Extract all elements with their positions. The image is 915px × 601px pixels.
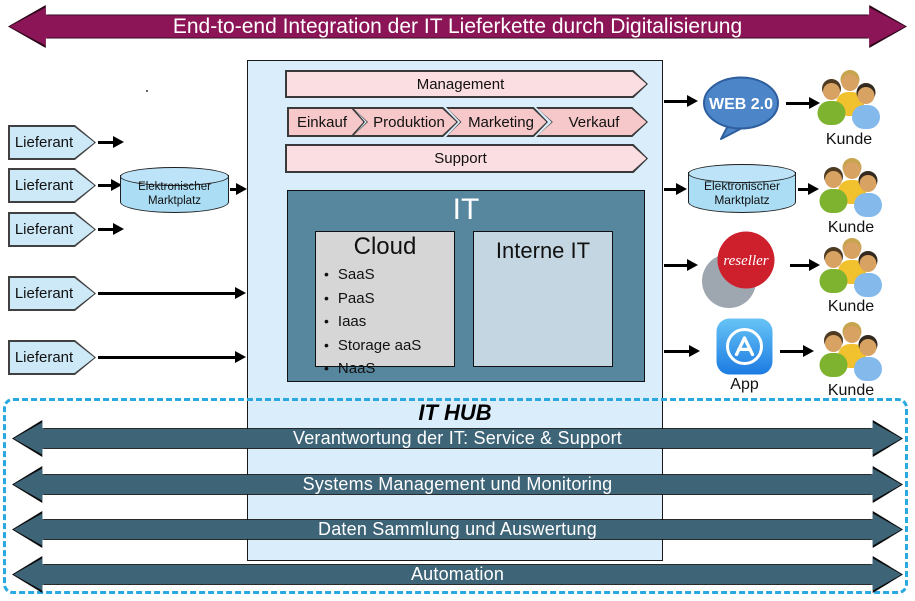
cloud-service: Iaas xyxy=(324,310,454,334)
web20-bubble-icon: WEB 2.0 xyxy=(703,76,779,140)
customer-group-icon xyxy=(818,320,884,382)
stage-produktion: Produktion xyxy=(352,107,458,137)
management-arrow: Management xyxy=(285,70,648,98)
supplier-1-label: Lieferant xyxy=(14,134,74,151)
supplier-5-connector xyxy=(98,356,236,359)
internal-it-box: Interne IT xyxy=(473,231,613,367)
supplier-3-connector xyxy=(98,228,114,231)
marketplace-left-label: Elektronischer Marktplatz xyxy=(138,181,211,207)
supplier-4-connector xyxy=(98,292,236,295)
stray-dot xyxy=(146,90,148,92)
supplier-4: Lieferant xyxy=(8,276,96,311)
marketplace-left-cylinder: Elektronischer Marktplatz xyxy=(120,167,229,213)
marketplace-right-connector-in xyxy=(664,188,677,191)
supplier-3: Lieferant xyxy=(8,212,96,247)
banner-title: End-to-end Integration der IT Lieferkett… xyxy=(172,14,743,38)
customer-group-icon xyxy=(818,236,884,298)
support-arrow: Support xyxy=(285,144,648,173)
customer-3-label: Kunde xyxy=(827,298,875,315)
app-store-icon xyxy=(716,318,773,375)
hub-layer-label: Verantwortung der IT: Service & Support xyxy=(293,428,622,448)
app-connector-out xyxy=(780,350,804,353)
app-label: App xyxy=(730,376,759,393)
cylinder-top xyxy=(688,164,796,183)
cloud-service: SaaS xyxy=(324,263,454,287)
it-hub-title: IT HUB xyxy=(418,400,492,425)
it-title: IT xyxy=(452,193,480,226)
management-label: Management xyxy=(416,75,505,93)
marketplace-right-cylinder: Elektronischer Marktplatz xyxy=(688,164,796,213)
hub-layer-label: Systems Management und Monitoring xyxy=(302,474,613,494)
supplier-1-connector xyxy=(98,141,114,144)
marketplace-right-connector-out xyxy=(798,188,809,191)
cloud-service: Storage aaS xyxy=(324,334,454,358)
banner-arrow: End-to-end Integration der IT Lieferkett… xyxy=(8,5,907,48)
hub-layer-label: Automation xyxy=(410,564,505,584)
cylinder-top xyxy=(120,167,229,186)
supplier-2-label: Lieferant xyxy=(14,177,74,194)
supplier-2: Lieferant xyxy=(8,168,96,203)
stage-marketing: Marketing xyxy=(446,107,548,137)
stage-einkauf: Einkauf xyxy=(287,107,365,137)
supplier-4-label: Lieferant xyxy=(14,285,74,302)
reseller-icon: reseller xyxy=(702,231,775,308)
customer-4-label: Kunde xyxy=(827,382,875,399)
cloud-box: Cloud SaaS PaaS Iaas Storage aaS NaaS xyxy=(315,231,455,377)
reseller-connector-out xyxy=(790,264,810,267)
supplier-2-connector xyxy=(98,184,112,187)
it-hub-container xyxy=(3,398,908,594)
internal-it-title: Interne IT xyxy=(495,238,591,263)
web20-label: WEB 2.0 xyxy=(709,96,773,113)
reseller-label: reseller xyxy=(723,253,768,269)
stage-einkauf-label: Einkauf xyxy=(296,113,348,131)
stage-produktion-label: Produktion xyxy=(373,113,445,131)
supplier-5-label: Lieferant xyxy=(14,349,74,366)
customer-group-icon xyxy=(816,68,882,130)
supplier-1: Lieferant xyxy=(8,125,96,160)
web20-connector-out xyxy=(786,102,810,105)
customer-1-label: Kunde xyxy=(825,131,873,148)
customer-2-label: Kunde xyxy=(827,219,875,236)
supplier-3-label: Lieferant xyxy=(14,221,74,238)
marketplace-left-connector xyxy=(230,188,237,191)
app-connector-in xyxy=(664,350,690,353)
cloud-service: NaaS xyxy=(324,357,454,381)
cloud-service-list: SaaS PaaS Iaas Storage aaS NaaS xyxy=(316,263,454,381)
stage-verkauf-label: Verkauf xyxy=(568,113,620,131)
customer-group-icon xyxy=(818,156,884,218)
cloud-service: PaaS xyxy=(324,287,454,311)
support-label: Support xyxy=(434,150,487,167)
reseller-connector-in xyxy=(664,264,688,267)
cloud-title: Cloud xyxy=(353,233,417,260)
stage-marketing-label: Marketing xyxy=(468,113,534,131)
supplier-5: Lieferant xyxy=(8,340,96,375)
it-block: IT Cloud SaaS PaaS Iaas Storage aaS NaaS… xyxy=(287,190,645,382)
stage-verkauf: Verkauf xyxy=(536,107,648,137)
marketplace-right-label: Elektronischer Marktplatz xyxy=(703,179,781,208)
hub-layer-label: Daten Sammlung und Auswertung xyxy=(318,519,597,539)
web20-connector-in xyxy=(664,100,688,103)
